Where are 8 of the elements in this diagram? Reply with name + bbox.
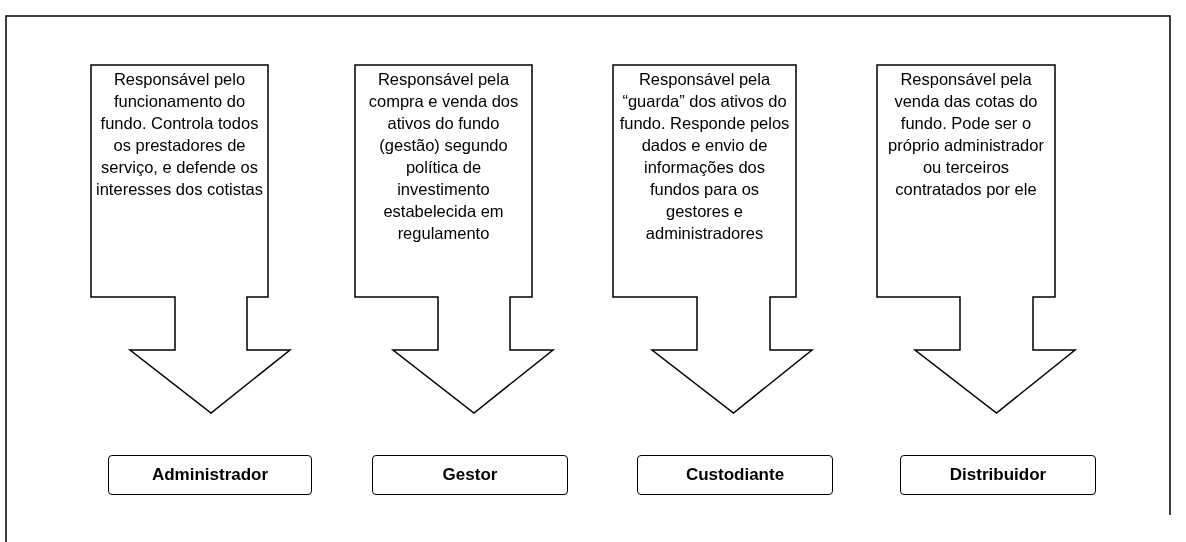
role-label: Gestor: [372, 455, 568, 495]
role-label: Custodiante: [637, 455, 833, 495]
description-text: Responsável pela venda das cotas do fundo. Pode ser o próprio administrador ou terceiros contratados por ele: [887, 69, 1045, 200]
description-text: Responsável pelo funcionamento do fundo. Controla todos os prestadores de serviço, e defende os interesses dos cotistas: [95, 69, 264, 200]
description-text: Responsável pela compra e venda dos ativos do fundo (gestão) segundo política de investimento estabelecida em regulamento: [367, 69, 520, 244]
role-label: Administrador: [108, 455, 312, 495]
role-label: Distribuidor: [900, 455, 1096, 495]
description-text: Responsável pela “guarda” dos ativos do fundo. Responde pelos dados e envio de informações dos fundos para os gestores e administradores: [618, 69, 791, 244]
